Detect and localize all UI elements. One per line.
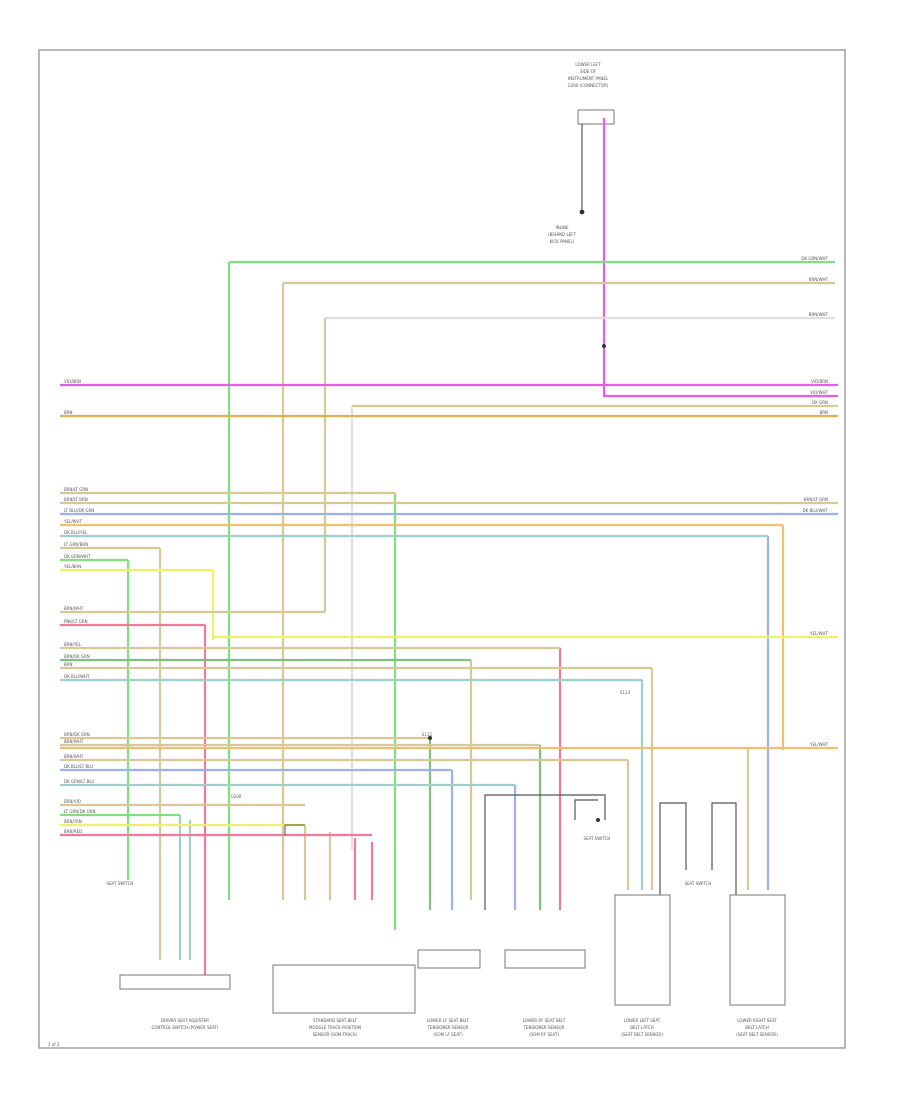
splice-loops <box>284 344 737 910</box>
component-4-line-2: (SEAT BELT SENSOR) <box>621 1032 663 1037</box>
left-wire-label: DK BLU/LT BLU <box>64 764 93 769</box>
right-wire-label: DK GRN <box>812 400 828 405</box>
top-note-line-1: INLINE <box>555 225 569 230</box>
left-wire-label: BRN/RED <box>64 829 82 834</box>
seat-switch-b: SEAT SWITCH <box>685 881 712 886</box>
top-component-line-4: G200 (CONNECTOR) <box>568 83 609 88</box>
left-wire-label: BRN/WHT <box>64 606 84 611</box>
top-component-line-1: LOWER LEFT <box>575 62 601 67</box>
component-4-line-1: BELT LATCH <box>630 1025 653 1030</box>
left-wire-label: VIO/BRN <box>64 379 81 384</box>
left-wire-label: YEL/BRN <box>63 564 81 569</box>
top-component-line-3: INSTRUMENT PANEL <box>568 76 609 81</box>
connectors <box>119 894 786 1014</box>
left-wire-label: BRN <box>64 662 73 667</box>
left-wire-label: PNK/LT GRN <box>64 619 88 624</box>
left-wire-label: BRN <box>64 410 73 415</box>
splice-a-label: S112 <box>422 732 433 737</box>
seat-switch-c: SEAT SWITCH <box>107 881 134 886</box>
component-2-line-2: (SOM LF SEAT) <box>433 1032 463 1037</box>
component-5-line-2: (SEAT BELT SENSOR) <box>736 1032 778 1037</box>
component-1-line-2: SENSOR (SOM TRACK) <box>313 1032 358 1037</box>
seat-switch-a: SEAT SWITCH <box>584 836 611 841</box>
left-wire-label: BRN/WHT <box>64 739 84 744</box>
left-wire-label: DK GRN/WHT <box>64 554 91 559</box>
right-wire-label: VIO/WHT <box>810 390 828 395</box>
ground-dot <box>579 209 585 215</box>
left-wire-label: BRN/YEL <box>64 642 82 647</box>
component-0-line-1: CONTROL SWITCH (POWER SEAT) <box>152 1025 219 1030</box>
top-note-line-3: KICK PANEL) <box>550 239 575 244</box>
left-wire-label: LT BLU/DK GRN <box>64 508 94 513</box>
component-3-line-1: TENSIONER SENSOR <box>523 1025 565 1030</box>
splice-b-label: S114 <box>620 690 631 695</box>
component-5-line-0: LOWER RIGHT SEAT <box>737 1018 777 1023</box>
left-wire-label: BRN/DK GRN <box>64 654 90 659</box>
top-note-line-2: (BEHIND LEFT <box>548 232 576 237</box>
component-5-line-1: BELT LATCH <box>745 1025 768 1030</box>
horizontal-wires <box>60 260 838 837</box>
left-wire-label: BRN/LT BRN <box>64 497 88 502</box>
right-wire-label: BRN/LT GRN <box>804 497 828 502</box>
left-wire-label: LT GRN/DK GRN <box>64 809 95 814</box>
small-labels: SEAT SWITCH SEAT SWITCH SEAT SWITCH G200… <box>107 690 712 886</box>
right-wire-label: YEL/WHT <box>809 631 829 636</box>
top-component-label: LOWER LEFT SIDE OF INSTRUMENT PANEL G200… <box>568 62 609 88</box>
top-component-line-2: SIDE OF <box>580 69 597 74</box>
component-4-line-0: LOWER LEFT SEAT <box>624 1018 661 1023</box>
component-1-line-0: STANDARD SEAT BELT <box>313 1018 357 1023</box>
component-2-line-0: LOWER LF SEAT BELT <box>427 1018 470 1023</box>
vertical-wires <box>126 118 838 980</box>
left-wire-label: BRN/TAN <box>64 819 82 824</box>
component-3-line-0: LOWER RF SEAT BELT <box>523 1018 566 1023</box>
left-wire-labels: VIO/BRN BRN BRN/LT GRN BRN/LT BRN LT BLU/DK … <box>63 379 95 834</box>
right-wire-label: BRN/WHT <box>809 312 829 317</box>
right-wire-labels: DK GRN/WHT BRN/WHT BRN/WHT VIO/BRN VIO/WHT DK… <box>801 256 828 747</box>
right-wire-label: YEL/WHT <box>809 742 829 747</box>
component-2-line-1: TENSIONER SENSOR <box>427 1025 469 1030</box>
component-1-line-1: MODULE TRACK POSITION <box>309 1025 361 1030</box>
page-ref: 2 of 2 <box>48 1042 60 1047</box>
left-wire-label: BRN/LT GRN <box>64 487 88 492</box>
right-wire-label: VIO/BRN <box>811 379 828 384</box>
right-wire-label: DK GRN/WHT <box>801 256 828 261</box>
diagram-frame <box>38 49 846 1049</box>
left-wire-label: DK GRN/LT BLU <box>64 779 94 784</box>
top-connector <box>577 109 615 125</box>
left-wire-label: DK BLU/WHT <box>64 674 90 679</box>
left-wire-label: DK BLU/YEL <box>64 530 88 535</box>
right-wire-label: DK BLU/WHT <box>803 508 829 513</box>
left-wire-label: BRN/WHT <box>64 754 84 759</box>
left-wire-label: LT GRN/BRN <box>64 542 88 547</box>
left-wire-label: BRN/DK GRN <box>64 732 90 737</box>
left-wire-label: BRN/VIO <box>64 799 81 804</box>
component-0-line-0: DRIVER SEAT ADJUSTER <box>161 1018 209 1023</box>
ground-label: G200 <box>231 794 242 799</box>
component-3-line-2: (SOM RF SEAT) <box>529 1032 559 1037</box>
left-wire-label: YEL/WHT <box>63 519 83 524</box>
component-labels: DRIVER SEAT ADJUSTER CONTROL SWITCH (POW… <box>152 1018 779 1037</box>
right-wire-label: BRN <box>819 410 828 415</box>
top-note: INLINE (BEHIND LEFT KICK PANEL) <box>548 225 576 244</box>
right-wire-label: BRN/WHT <box>809 277 829 282</box>
